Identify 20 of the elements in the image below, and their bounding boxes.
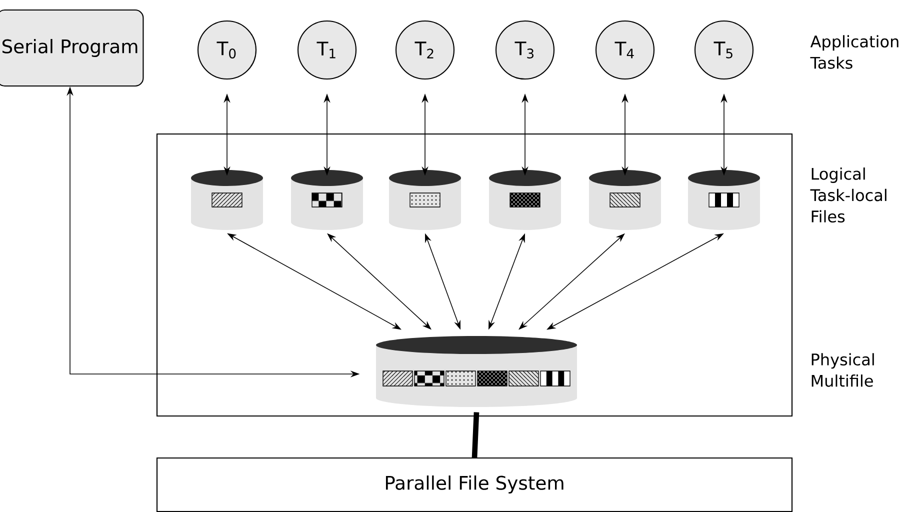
file-cylinder xyxy=(510,192,540,208)
file-cylinder xyxy=(688,170,760,230)
multifile-cylinder xyxy=(508,370,570,386)
level-label: Logical Task-local Files xyxy=(810,168,886,223)
program-box: Serial Program xyxy=(0,9,144,87)
file-cylinder xyxy=(489,170,561,230)
file-cylinder xyxy=(291,170,363,230)
level-label: Application Tasks xyxy=(810,35,898,69)
file-system-box: Parallel File System xyxy=(156,457,793,512)
file-cylinder xyxy=(410,192,440,208)
multifile-cylinder xyxy=(446,370,507,386)
multifile-cylinder xyxy=(477,370,508,386)
file-cylinder xyxy=(389,170,461,230)
file-cylinder xyxy=(589,170,661,230)
file-cylinder xyxy=(191,170,263,230)
file-cylinder xyxy=(212,192,242,208)
library-box xyxy=(156,133,793,417)
multifile-cylinder xyxy=(382,370,444,386)
level-label: Physical Multifile xyxy=(812,353,874,387)
file-cylinder xyxy=(610,192,640,208)
